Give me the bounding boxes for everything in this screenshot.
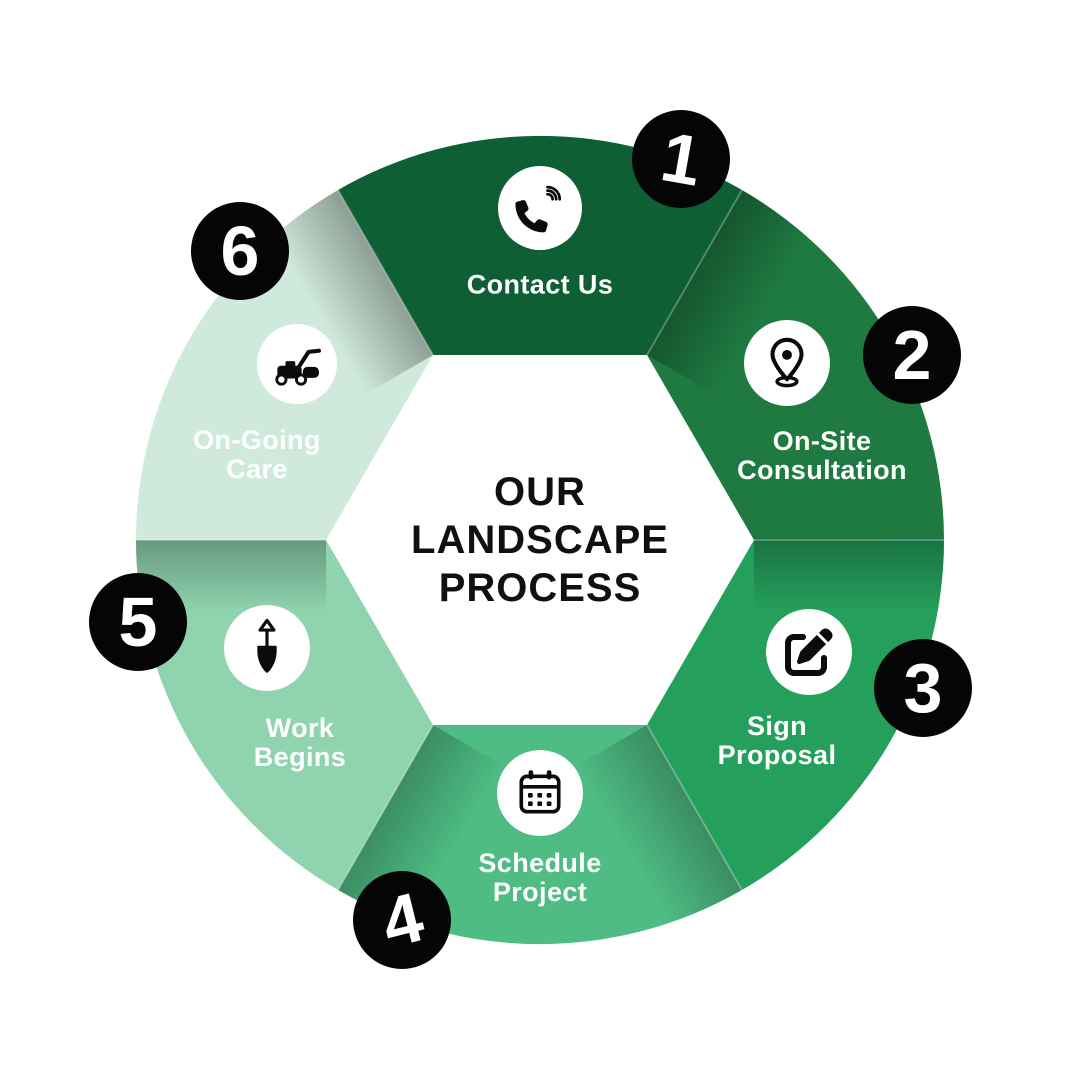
icon-chip xyxy=(498,166,582,250)
fold-shadow xyxy=(269,190,433,395)
step-number-badge-5: 5 xyxy=(89,573,187,671)
step-label-schedule-project: Schedule Project xyxy=(478,847,602,907)
step-number-badge-6: 6 xyxy=(191,202,289,300)
step-label-contact-us: Contact Us xyxy=(466,269,614,300)
fold-crease-lines xyxy=(136,189,944,891)
step-number: 4 xyxy=(373,877,431,963)
center-title: OUR LANDSCAPE PROCESS xyxy=(411,470,669,610)
location-pin-icon xyxy=(758,334,816,392)
step-number-badge-1: 1 xyxy=(632,110,730,208)
step-label-work-begins: Work Begins xyxy=(253,712,347,772)
shovel-icon xyxy=(244,618,290,678)
step-number: 2 xyxy=(892,316,932,394)
step-label-ongoing-care: On-Going Care xyxy=(193,424,321,484)
calendar-icon xyxy=(514,767,566,819)
segment-work-begins xyxy=(135,540,433,890)
fold-shadow xyxy=(754,540,944,620)
step-number: 6 xyxy=(220,212,260,290)
step-number-badge-4: 4 xyxy=(353,871,451,969)
fold-shadow xyxy=(578,725,742,930)
fold-shadow xyxy=(136,540,326,615)
segment-sign-proposal xyxy=(647,540,945,890)
phone-call-icon xyxy=(514,182,566,234)
step-number: 1 xyxy=(655,117,707,201)
fold-shadow xyxy=(647,190,811,395)
sign-proposal-icon xyxy=(785,628,833,676)
step-label-sign-proposal: Sign Proposal xyxy=(717,710,837,770)
step-number-badge-2: 2 xyxy=(863,306,961,404)
step-number-badge-3: 3 xyxy=(874,639,972,737)
step-label-onsite-consultation: On-Site Consultation xyxy=(737,425,907,485)
step-number: 3 xyxy=(903,649,943,727)
icon-chip xyxy=(257,324,337,404)
step-number: 5 xyxy=(118,583,158,661)
lawn-mower-icon xyxy=(268,338,326,390)
